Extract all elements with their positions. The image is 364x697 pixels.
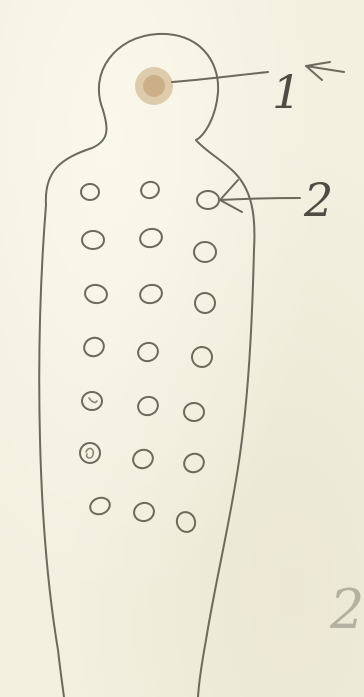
stray-mark: 2 [329,578,364,641]
cell-grid [80,179,219,534]
leader-line-1 [172,72,268,82]
cell [139,179,161,200]
cell [132,501,156,524]
head-spot-core [143,75,165,97]
cell [84,283,109,305]
label-2: 2 [303,173,333,227]
cell [194,242,216,262]
arrow-1-icon [306,62,344,80]
cell-mark [89,398,97,402]
arrow-2-icon [220,180,242,212]
cell [138,282,164,305]
label-1: 1 [272,65,301,119]
cell [181,451,207,476]
cell [189,344,215,370]
cell [192,290,218,316]
cell [197,191,219,209]
cell [174,510,198,535]
cell [136,394,161,418]
cell [136,340,161,364]
cell [81,184,99,200]
cell [184,403,204,421]
cell [130,447,156,472]
cell-mark [86,448,93,458]
cell [80,443,100,463]
cell [82,231,104,249]
cell [81,335,107,360]
body-outline-right [196,140,254,697]
cell [88,495,112,517]
cell [138,226,164,249]
leader-line-2 [219,198,300,200]
